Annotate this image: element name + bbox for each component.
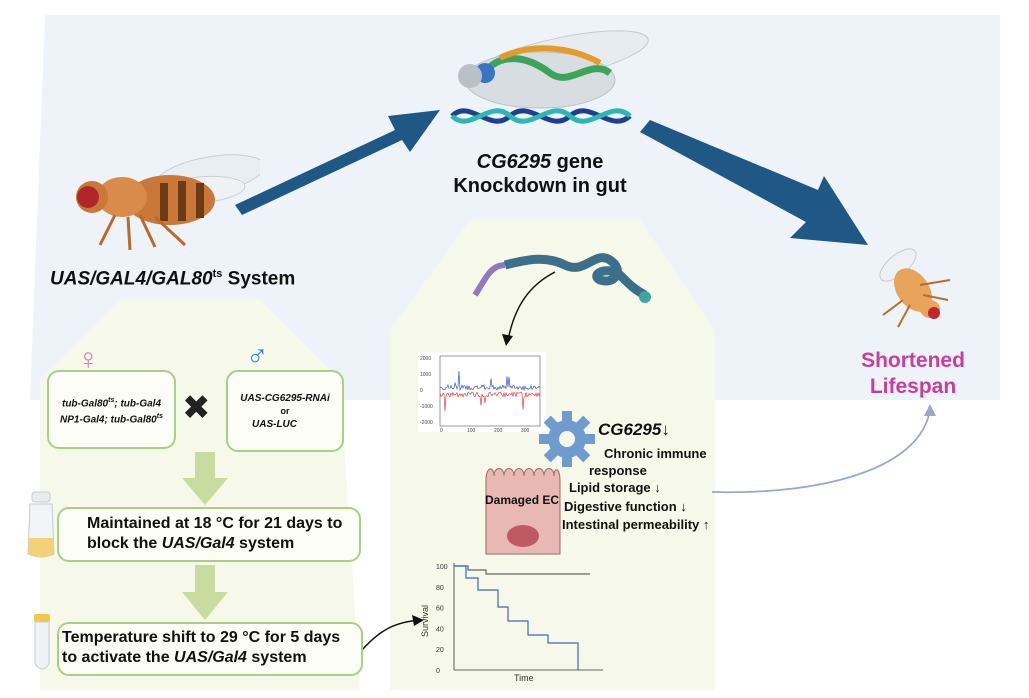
survival-y-tick: 20 bbox=[436, 647, 444, 654]
tube-icon bbox=[34, 614, 50, 670]
step1-line2: block the UAS/Gal4 system bbox=[87, 534, 359, 554]
survival-y-label: Survival bbox=[420, 605, 430, 637]
effect-immune-1: Chronic immune bbox=[604, 446, 707, 461]
survival-plot: 100 80 60 40 20 0 Survival Time bbox=[418, 555, 608, 685]
signal-x-tick: 0 bbox=[440, 428, 443, 432]
gene-name: CG6295 bbox=[476, 151, 552, 173]
step2-box: Temperature shift to 29 °C for 5 days to… bbox=[57, 622, 363, 676]
female-g1sup: ts bbox=[108, 397, 115, 404]
fruit-fly-illustration bbox=[76, 154, 260, 251]
signal-plot: 2000 1000 0 -1000 -2000 0 100 200 300 bbox=[418, 352, 546, 434]
outcome-line2: Lifespan bbox=[869, 375, 957, 398]
step1-line1: Maintained at 18 °C for 21 days to bbox=[87, 515, 343, 532]
signal-y-tick: 1000 bbox=[420, 372, 431, 378]
male-genotype-line2: UAS-LUC bbox=[252, 419, 297, 430]
gene-word: gene bbox=[551, 151, 604, 173]
female-g2a: NP1-Gal4 bbox=[60, 414, 105, 426]
step1-line2-a: block the bbox=[87, 535, 162, 552]
effect-immune-2: response bbox=[589, 463, 647, 478]
male-genotype-or: or bbox=[280, 406, 290, 416]
step1-box: Maintained at 18 °C for 21 days to block… bbox=[57, 507, 361, 562]
female-g1b: ; tub-Gal4 bbox=[114, 398, 162, 410]
survival-y-tick: 60 bbox=[436, 606, 444, 613]
signal-y-tick: 2000 bbox=[420, 356, 431, 362]
step2-text: Temperature shift to 29 °C for 5 days to… bbox=[59, 624, 361, 668]
survival-y-tick: 80 bbox=[436, 585, 444, 592]
signal-x-tick: 200 bbox=[494, 428, 503, 432]
female-genotype-line2: NP1-Gal4; tub-Gal80ts bbox=[49, 410, 174, 426]
system-label-rest: System bbox=[222, 268, 296, 290]
male-genotype-line1: UAS-CG6295-RNAi bbox=[240, 393, 330, 404]
step1-text: Maintained at 18 °C for 21 days to block… bbox=[59, 509, 359, 554]
step2-line1: Temperature shift to 29 °C for 5 days bbox=[62, 629, 341, 646]
step2-line2-a: to activate the bbox=[62, 649, 175, 666]
female-symbol: ♀ bbox=[77, 343, 100, 376]
arrow-to-gut bbox=[235, 110, 440, 215]
small-fly-illustration bbox=[879, 248, 951, 328]
shortened-lifespan-label: Shortened Lifespan bbox=[848, 348, 978, 400]
female-genotype-line1: tub-Gal80ts; tub-Gal4 bbox=[49, 394, 174, 410]
female-genotype-box: tub-Gal80ts; tub-Gal4 NP1-Gal4; tub-Gal8… bbox=[47, 370, 176, 449]
male-genotype-text: UAS-CG6295-RNAi or UAS-LUC bbox=[228, 392, 342, 431]
signal-y-tick: 0 bbox=[420, 388, 423, 394]
step1-line2-b: UAS/Gal4 bbox=[161, 535, 235, 552]
system-label-italic: UAS/GAL4/GAL80 bbox=[50, 268, 213, 290]
step1-line2-c: system bbox=[234, 535, 295, 552]
signal-x-tick: 100 bbox=[467, 428, 476, 432]
male-genotype-box: UAS-CG6295-RNAi or UAS-LUC bbox=[226, 370, 344, 452]
survival-y-tick: 40 bbox=[436, 626, 444, 633]
gut-illustration bbox=[472, 253, 651, 303]
survival-y-tick: 100 bbox=[436, 564, 448, 571]
signal-x-tick: 300 bbox=[521, 428, 530, 432]
vial-icon bbox=[27, 491, 55, 558]
signal-y-tick: -2000 bbox=[420, 420, 433, 426]
female-g2b: ; tub-Gal80 bbox=[104, 414, 157, 426]
gene-title-line2: Knockdown in gut bbox=[453, 175, 627, 197]
step2-line2-c: system bbox=[246, 649, 307, 666]
effect-permeability: Intestinal permeability ↑ bbox=[562, 517, 710, 532]
system-label-sup: ts bbox=[212, 268, 223, 280]
male-symbol: ♂ bbox=[246, 340, 269, 373]
cg6295-down-label: CG6295↓ bbox=[598, 420, 670, 439]
survival-y-tick: 0 bbox=[436, 668, 440, 675]
damaged-cell-illustration bbox=[485, 468, 561, 555]
step2-line2-b: UAS/Gal4 bbox=[174, 649, 247, 666]
arrow-to-lifespan bbox=[640, 120, 868, 245]
female-g1a: tub-Gal80 bbox=[61, 398, 109, 410]
gene-knockdown-title: CG6295 gene Knockdown in gut bbox=[420, 150, 660, 198]
gear-icon bbox=[539, 411, 595, 467]
female-g2sup: ts bbox=[156, 413, 163, 421]
cross-symbol: ✖ bbox=[182, 389, 211, 427]
survival-x-label: Time bbox=[514, 673, 534, 683]
fly-gut-illustration bbox=[450, 30, 649, 124]
step2-line2: to activate the UAS/Gal4 system bbox=[62, 648, 361, 668]
damaged-ec-label: Damaged EC bbox=[485, 493, 560, 507]
outcome-line1: Shortened bbox=[861, 349, 965, 372]
system-label: UAS/GAL4/GAL80ts System bbox=[50, 268, 295, 290]
effect-lipid: Lipid storage ↓ bbox=[569, 480, 661, 495]
gene-title-line1: CG6295 gene bbox=[420, 150, 660, 174]
signal-y-tick: -1000 bbox=[420, 404, 433, 410]
female-genotype-text: tub-Gal80ts; tub-Gal4 NP1-Gal4; tub-Gal8… bbox=[49, 394, 174, 427]
effect-digestive: Digestive function ↓ bbox=[564, 499, 687, 514]
